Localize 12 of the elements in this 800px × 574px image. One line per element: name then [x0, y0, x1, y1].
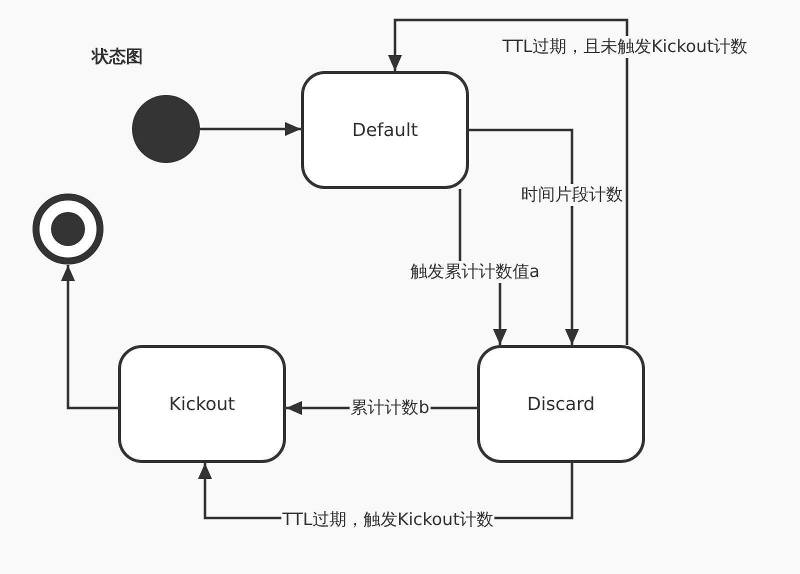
final-state-icon — [32, 193, 104, 265]
state-box: Kickout — [118, 345, 286, 463]
arrow — [469, 128, 579, 345]
arrow — [388, 18, 628, 345]
arrow — [200, 122, 301, 136]
edge-label: TTL过期，且未触发Kickout计数 — [501, 36, 749, 58]
edge-label: 时间片段计数 — [520, 184, 624, 206]
diagram-title: 状态图 — [92, 46, 143, 68]
state-box: Discard — [477, 345, 645, 463]
arrow — [61, 265, 118, 410]
state-box: Default — [301, 71, 469, 189]
edge-label: 触发累计计数值a — [409, 261, 541, 283]
